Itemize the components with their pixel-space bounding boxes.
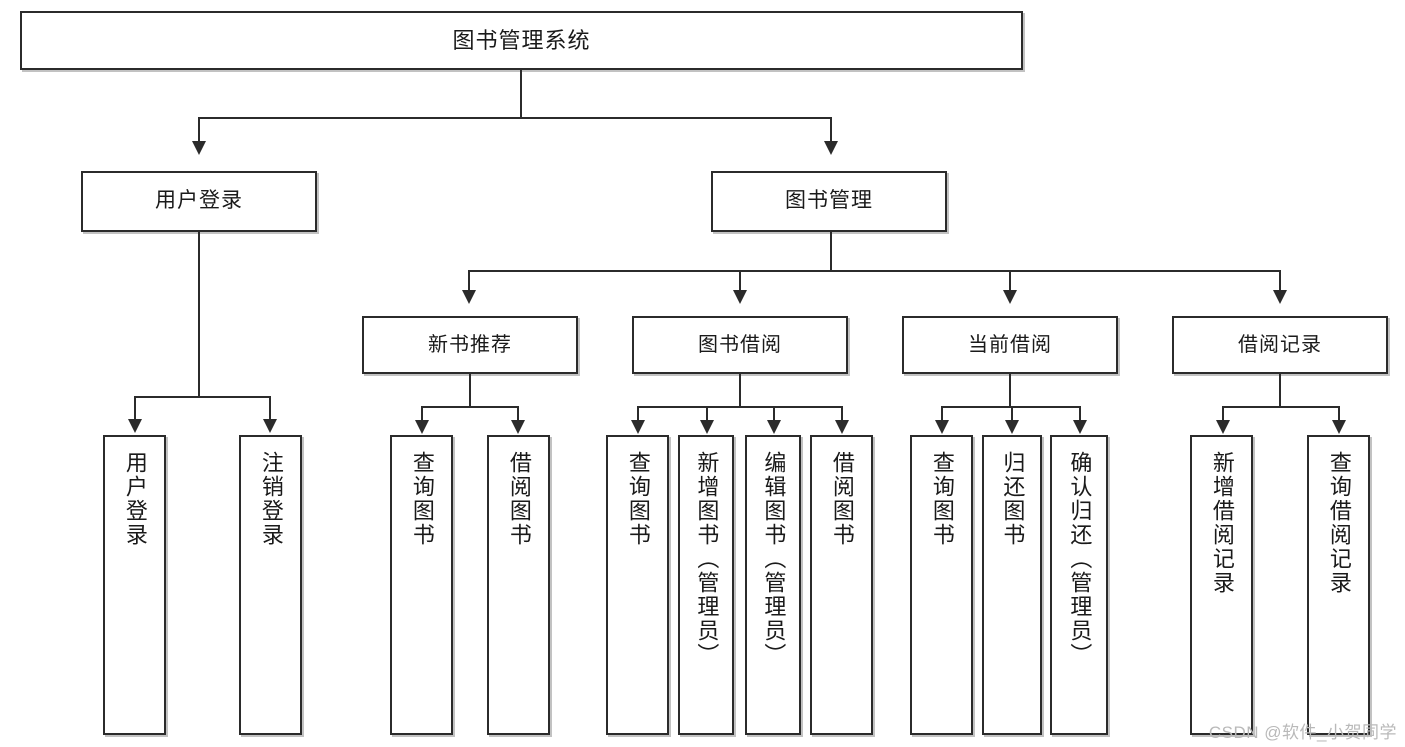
node-current-borrow[interactable]: 当前借阅	[902, 316, 1118, 374]
node-label: 借阅图书	[506, 451, 532, 547]
node-label: 编辑图书（管理员）	[761, 451, 787, 667]
connector-new-book-stem	[469, 374, 471, 407]
arrow-to-leaf-query-book-1	[415, 420, 429, 434]
leaf-confirm-return-admin[interactable]: 确认归还（管理员）	[1050, 435, 1108, 735]
connector-to-current-borrow	[1009, 270, 1011, 292]
arrow-to-book-management	[824, 141, 838, 155]
node-label: 确认归还（管理员）	[1067, 451, 1093, 667]
connector-current-borrow-c3	[1079, 406, 1081, 422]
connector-root-to-user-login	[198, 117, 200, 143]
connector-book-borrow-bus	[637, 406, 843, 408]
arrow-to-leaf-query-book-3	[935, 420, 949, 434]
connector-user-login-bus	[134, 396, 270, 398]
node-label: 新增图书（管理员）	[694, 451, 720, 667]
leaf-borrow-book[interactable]: 借阅图书	[810, 435, 873, 735]
node-book-management[interactable]: 图书管理	[711, 171, 947, 232]
node-label: 新增借阅记录	[1209, 451, 1235, 595]
arrow-to-leaf-add-record	[1216, 420, 1230, 434]
connector-root-bus	[198, 117, 832, 119]
arrow-to-leaf-confirm-return	[1073, 420, 1087, 434]
node-book-management-system[interactable]: 图书管理系统	[20, 11, 1023, 70]
connector-new-book-bus	[421, 406, 518, 408]
connector-borrow-record-stem	[1279, 374, 1281, 407]
node-label: 当前借阅	[968, 333, 1052, 356]
connector-current-borrow-c1	[941, 406, 943, 422]
connector-book-borrow-c1	[637, 406, 639, 422]
leaf-user-login[interactable]: 用户登录	[103, 435, 166, 735]
leaf-query-book-current[interactable]: 查询图书	[910, 435, 973, 735]
connector-user-login-left	[134, 396, 136, 421]
arrow-to-leaf-logout	[263, 419, 277, 433]
arrow-to-new-book-recommend	[462, 290, 476, 304]
node-label: 查询图书	[625, 451, 651, 547]
node-label: 用户登录	[122, 451, 148, 547]
arrow-to-leaf-query-record	[1332, 420, 1346, 434]
connector-root-stem	[520, 70, 522, 118]
node-label: 查询图书	[409, 451, 435, 547]
arrow-to-leaf-add-book	[700, 420, 714, 434]
node-label: 查询借阅记录	[1326, 451, 1352, 595]
watermark-text: CSDN @软件_小贺同学	[1208, 723, 1397, 742]
arrow-to-leaf-return-book	[1005, 420, 1019, 434]
node-label: 注销登录	[258, 451, 284, 547]
arrow-to-current-borrow	[1003, 290, 1017, 304]
connector-new-book-c1	[421, 406, 423, 422]
arrow-to-leaf-borrow-book-1	[511, 420, 525, 434]
connector-book-borrow-c4	[841, 406, 843, 422]
arrow-to-leaf-edit-book	[767, 420, 781, 434]
connector-current-borrow-c2	[1011, 406, 1013, 422]
arrow-to-book-borrow	[733, 290, 747, 304]
connector-book-management-bus	[468, 270, 1280, 272]
node-label: 借阅记录	[1238, 333, 1322, 356]
node-label: 用户登录	[155, 189, 243, 213]
connector-user-login-right	[269, 396, 271, 421]
connector-borrow-record-c2	[1338, 406, 1340, 422]
leaf-add-borrow-record[interactable]: 新增借阅记录	[1190, 435, 1253, 735]
node-new-book-recommend[interactable]: 新书推荐	[362, 316, 578, 374]
node-book-borrow[interactable]: 图书借阅	[632, 316, 848, 374]
connector-borrow-record-c1	[1222, 406, 1224, 422]
node-label: 新书推荐	[428, 333, 512, 356]
connector-current-borrow-stem	[1009, 374, 1011, 407]
connector-user-login-stem	[198, 232, 200, 397]
connector-to-borrow-record	[1279, 270, 1281, 292]
node-label: 图书管理	[785, 189, 873, 213]
connector-book-borrow-stem	[739, 374, 741, 407]
connector-book-borrow-c3	[773, 406, 775, 422]
node-label: 查询图书	[929, 451, 955, 547]
node-label: 图书管理系统	[452, 27, 591, 53]
leaf-borrow-book-recommend[interactable]: 借阅图书	[487, 435, 550, 735]
connector-new-book-c2	[517, 406, 519, 422]
leaf-add-book-admin[interactable]: 新增图书（管理员）	[678, 435, 734, 735]
node-label: 归还图书	[1000, 451, 1026, 547]
leaf-edit-book-admin[interactable]: 编辑图书（管理员）	[745, 435, 801, 735]
connector-book-management-stem	[830, 232, 832, 271]
connector-to-book-borrow	[739, 270, 741, 292]
node-borrow-record[interactable]: 借阅记录	[1172, 316, 1388, 374]
connector-book-borrow-c2	[706, 406, 708, 422]
connector-borrow-record-bus	[1222, 406, 1339, 408]
arrow-to-leaf-user-login	[128, 419, 142, 433]
arrow-to-user-login	[192, 141, 206, 155]
leaf-logout[interactable]: 注销登录	[239, 435, 302, 735]
leaf-query-book-borrow[interactable]: 查询图书	[606, 435, 669, 735]
node-label: 图书借阅	[698, 333, 782, 356]
arrow-to-leaf-query-book-2	[631, 420, 645, 434]
node-user-login[interactable]: 用户登录	[81, 171, 317, 232]
leaf-query-book-recommend[interactable]: 查询图书	[390, 435, 453, 735]
arrow-to-borrow-record	[1273, 290, 1287, 304]
leaf-query-borrow-record[interactable]: 查询借阅记录	[1307, 435, 1370, 735]
connector-to-new-book	[468, 270, 470, 292]
connector-root-to-book-management	[830, 117, 832, 143]
leaf-return-book[interactable]: 归还图书	[982, 435, 1042, 735]
node-label: 借阅图书	[829, 451, 855, 547]
arrow-to-leaf-borrow-book-2	[835, 420, 849, 434]
